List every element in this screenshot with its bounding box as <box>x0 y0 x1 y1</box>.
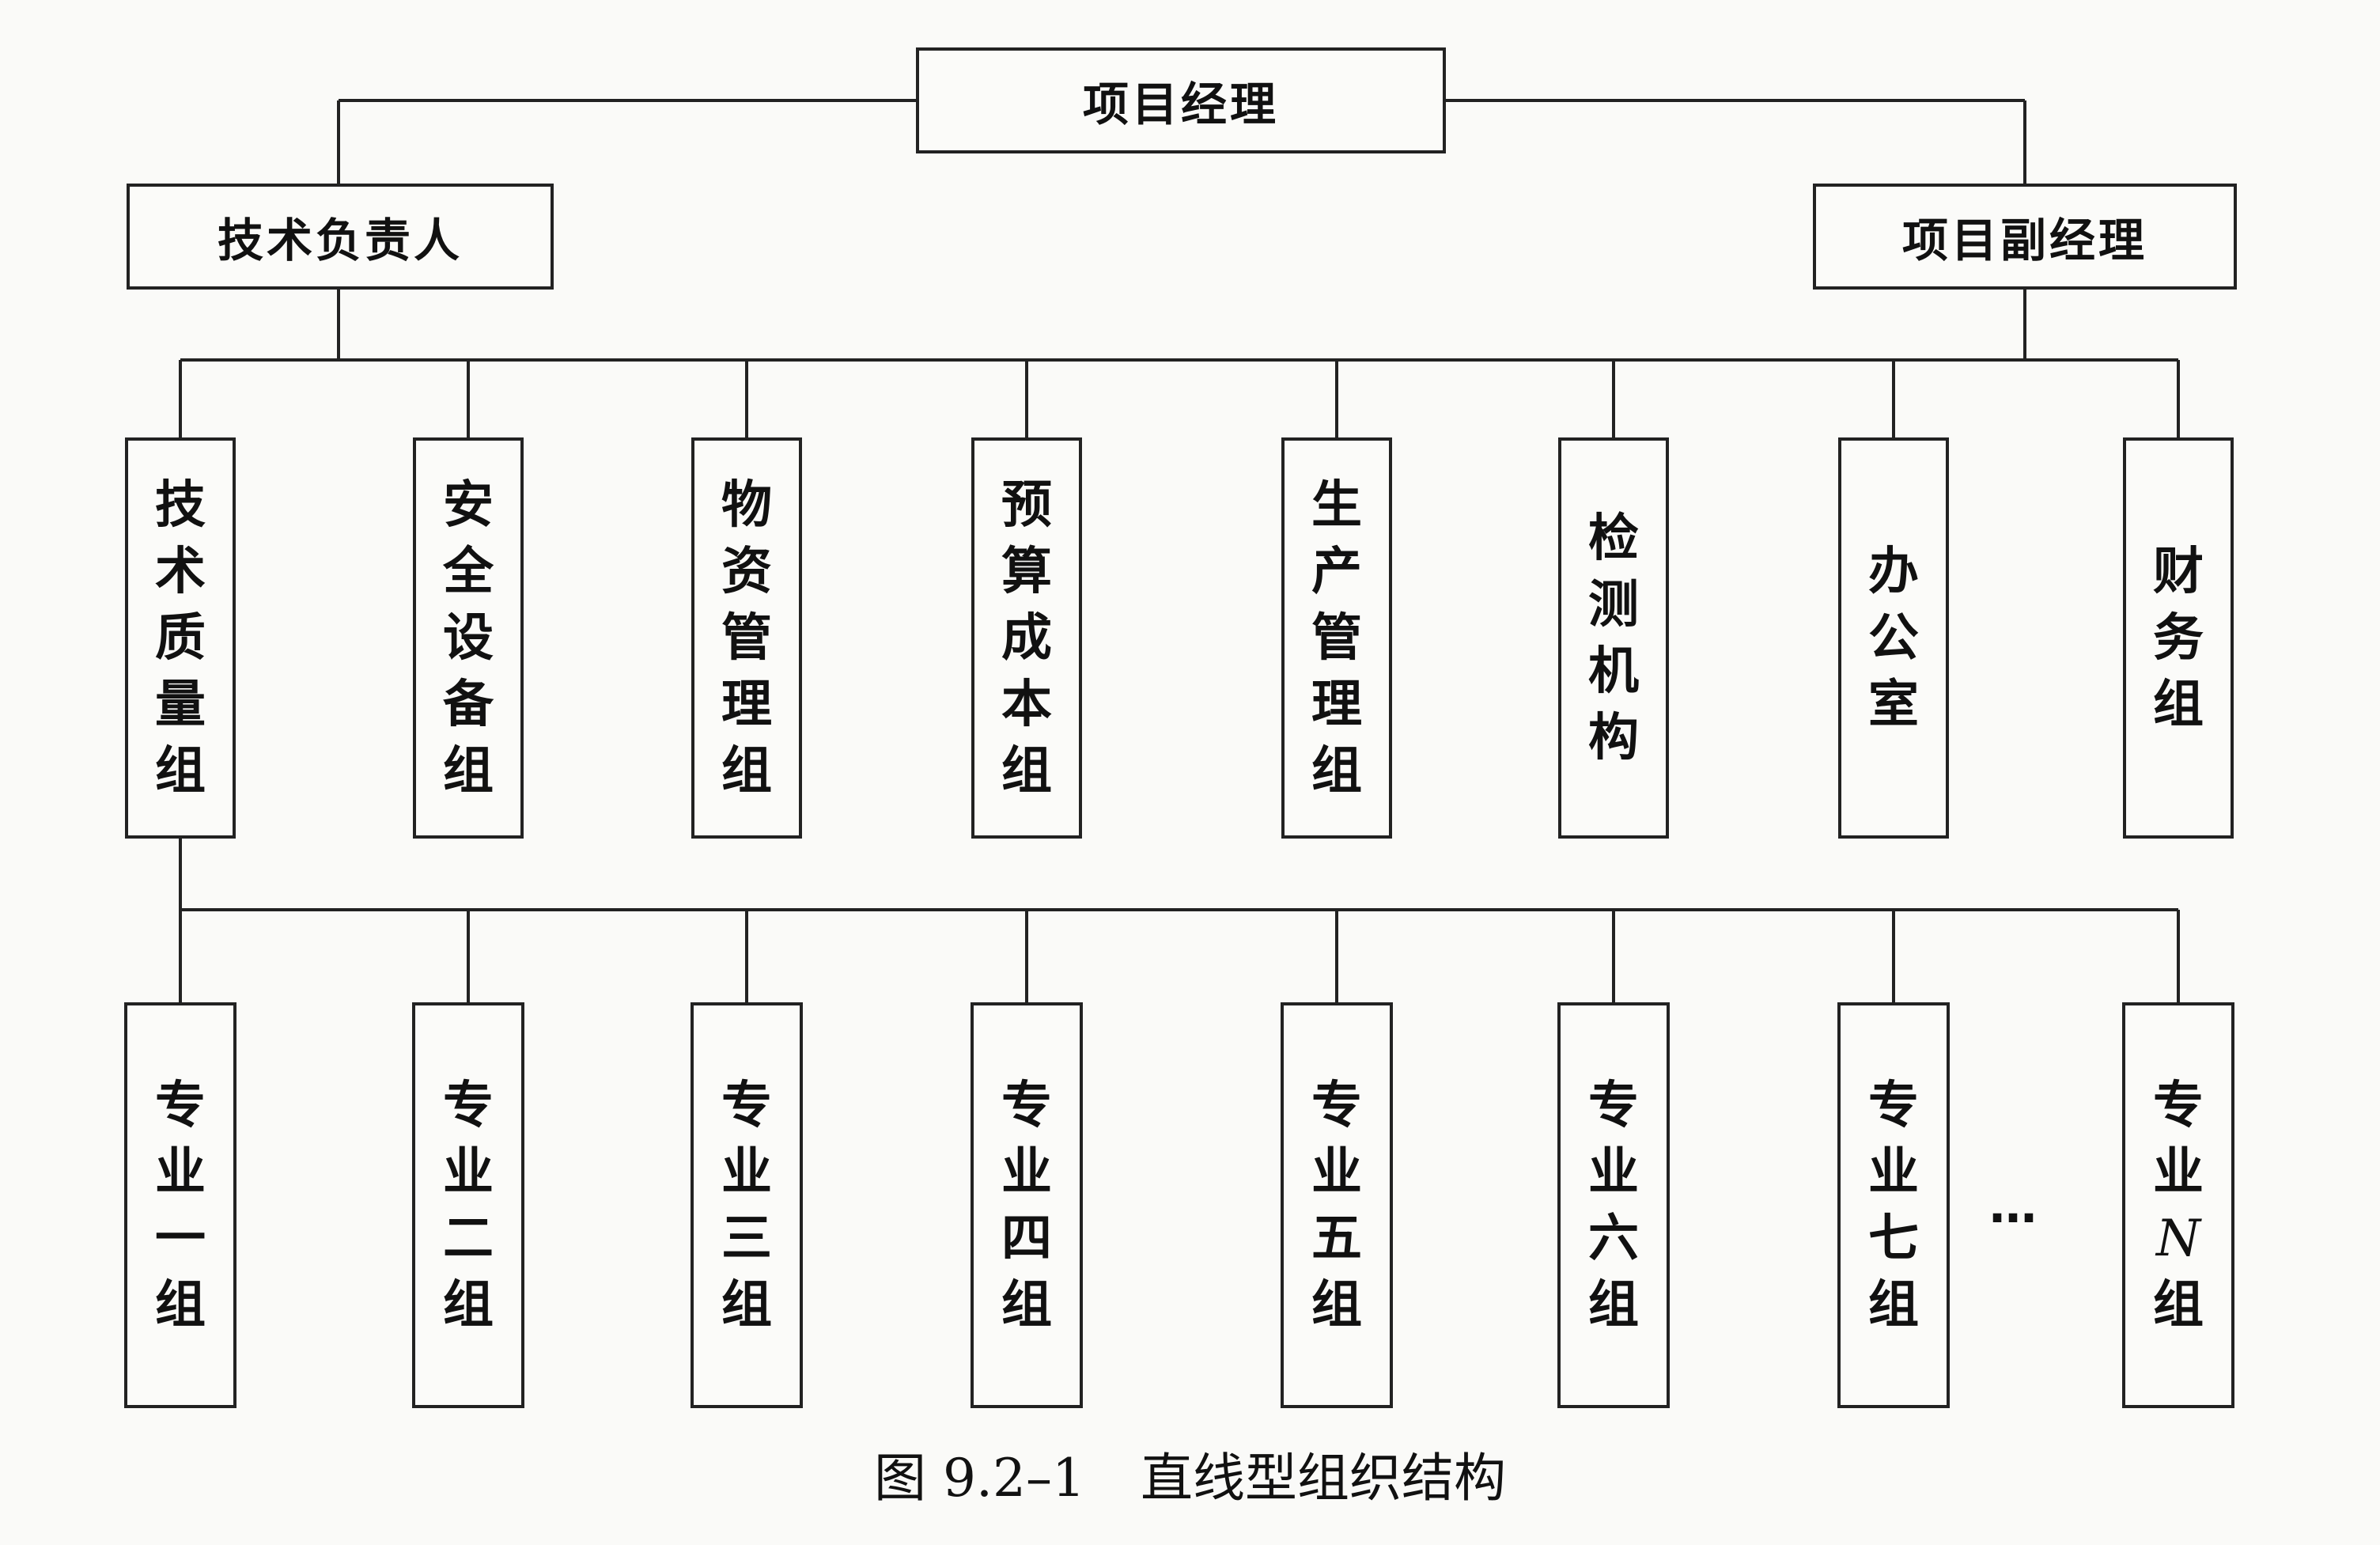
team-label: 专业一组 <box>155 1076 206 1335</box>
department-label: 生产管理组 <box>1311 475 1362 801</box>
team-box-7: 专业七组 <box>1837 1002 1950 1408</box>
figure-number: 图 9.2–1 <box>874 1448 1085 1509</box>
department-box-3: 物资管理组 <box>691 437 802 839</box>
department-box-6: 检测机构 <box>1558 437 1669 839</box>
department-box-7: 办公室 <box>1838 437 1949 839</box>
team-box-3: 专业三组 <box>691 1002 803 1408</box>
department-box-5: 生产管理组 <box>1281 437 1392 839</box>
department-label: 办公室 <box>1868 542 1919 734</box>
figure-title: 直线型组织结构 <box>1140 1448 1506 1509</box>
project-manager-box: 项目经理 <box>916 47 1446 153</box>
department-box-2: 安全设备组 <box>413 437 524 839</box>
department-label: 技术质量组 <box>155 475 206 801</box>
department-box-1: 技术质量组 <box>125 437 236 839</box>
team-label: 专业七组 <box>1868 1076 1919 1335</box>
team-box-4: 专业四组 <box>971 1002 1083 1408</box>
department-box-4: 预算成本组 <box>971 437 1082 839</box>
department-label: 检测机构 <box>1588 509 1639 767</box>
team-box-6: 专业六组 <box>1557 1002 1670 1408</box>
team-label: 专业四组 <box>1001 1076 1052 1335</box>
deputy-manager-box: 项目副经理 <box>1813 184 2237 290</box>
more-teams-ellipsis: … <box>1989 1179 2040 1234</box>
department-label: 财务组 <box>2153 542 2204 734</box>
team-label: 专业二组 <box>443 1076 494 1335</box>
figure-caption: 图 9.2–1 直线型组织结构 <box>0 1436 2380 1512</box>
team-box-2: 专业二组 <box>412 1002 524 1408</box>
team-label: 专业六组 <box>1588 1076 1639 1335</box>
department-label: 安全设备组 <box>443 475 494 801</box>
team-box-5: 专业五组 <box>1281 1002 1393 1408</box>
department-label: 预算成本组 <box>1001 475 1052 801</box>
department-label: 物资管理组 <box>721 475 772 801</box>
deputy-manager-label: 项目副经理 <box>1901 214 2147 267</box>
tech-lead-label: 技术负责人 <box>217 214 463 267</box>
tech-lead-box: 技术负责人 <box>127 184 554 290</box>
department-box-8: 财务组 <box>2123 437 2234 839</box>
team-label: 专业五组 <box>1311 1076 1362 1335</box>
team-box-1: 专业一组 <box>124 1002 236 1408</box>
team-label: 专业三组 <box>721 1076 772 1335</box>
project-manager-label: 项目经理 <box>1082 78 1279 131</box>
